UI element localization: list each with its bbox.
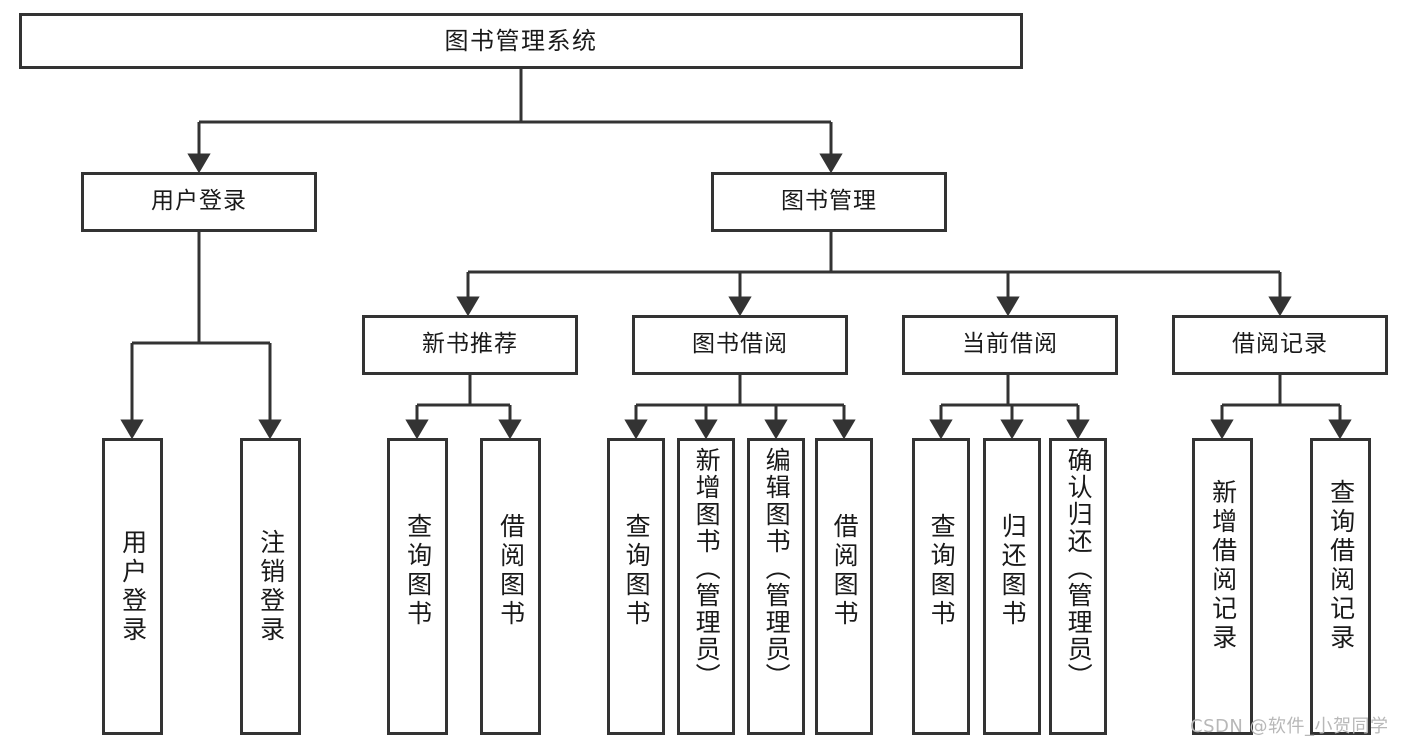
- node-leaf-add-book-label: 新增图书（管理员）: [692, 447, 722, 690]
- node-borrow-record-label: 借阅记录: [1232, 331, 1328, 358]
- node-leaf-borrow-book-2[interactable]: 借阅图书: [815, 438, 873, 735]
- node-current-borrow[interactable]: 当前借阅: [902, 315, 1118, 375]
- node-leaf-query-record[interactable]: 查询借阅记录: [1310, 438, 1371, 735]
- node-leaf-borrow-book-1[interactable]: 借阅图书: [480, 438, 541, 735]
- node-leaf-add-book[interactable]: 新增图书（管理员）: [677, 438, 735, 735]
- csdn-watermark: CSDN @软件_小贺同学: [1190, 716, 1389, 737]
- node-leaf-add-record[interactable]: 新增借阅记录: [1192, 438, 1253, 735]
- node-leaf-borrow-book-2-label: 借阅图书: [830, 513, 860, 629]
- node-book-borrow-label: 图书借阅: [692, 331, 788, 358]
- node-leaf-confirm-return[interactable]: 确认归还（管理员）: [1049, 438, 1107, 735]
- node-leaf-user-login-label: 用户登录: [118, 529, 148, 645]
- node-new-book-rec[interactable]: 新书推荐: [362, 315, 578, 375]
- node-leaf-return-book[interactable]: 归还图书: [983, 438, 1041, 735]
- node-book-manage[interactable]: 图书管理: [711, 172, 947, 232]
- node-leaf-query-book-3-label: 查询图书: [927, 513, 957, 629]
- node-leaf-query-book-2[interactable]: 查询图书: [607, 438, 665, 735]
- node-leaf-query-book-2-label: 查询图书: [622, 513, 652, 629]
- node-leaf-return-book-label: 归还图书: [998, 513, 1028, 629]
- node-leaf-borrow-book-1-label: 借阅图书: [496, 513, 526, 629]
- node-book-borrow[interactable]: 图书借阅: [632, 315, 848, 375]
- node-leaf-query-book-1[interactable]: 查询图书: [387, 438, 448, 735]
- node-user-login[interactable]: 用户登录: [81, 172, 317, 232]
- node-leaf-user-login[interactable]: 用户登录: [102, 438, 163, 735]
- node-leaf-edit-book[interactable]: 编辑图书（管理员）: [747, 438, 805, 735]
- node-leaf-user-logout[interactable]: 注销登录: [240, 438, 301, 735]
- node-book-manage-label: 图书管理: [781, 188, 877, 215]
- node-leaf-confirm-return-label: 确认归还（管理员）: [1064, 447, 1094, 690]
- node-root[interactable]: 图书管理系统: [19, 13, 1023, 69]
- node-borrow-record[interactable]: 借阅记录: [1172, 315, 1388, 375]
- node-new-book-rec-label: 新书推荐: [422, 331, 518, 358]
- node-user-login-label: 用户登录: [151, 188, 247, 215]
- node-current-borrow-label: 当前借阅: [962, 331, 1058, 358]
- node-leaf-query-book-1-label: 查询图书: [403, 513, 433, 629]
- node-leaf-user-logout-label: 注销登录: [256, 529, 286, 645]
- node-root-label: 图书管理系统: [444, 26, 598, 55]
- node-leaf-edit-book-label: 编辑图书（管理员）: [762, 447, 792, 690]
- node-leaf-add-record-label: 新增借阅记录: [1208, 479, 1238, 653]
- node-leaf-query-record-label: 查询借阅记录: [1326, 479, 1356, 653]
- node-leaf-query-book-3[interactable]: 查询图书: [912, 438, 970, 735]
